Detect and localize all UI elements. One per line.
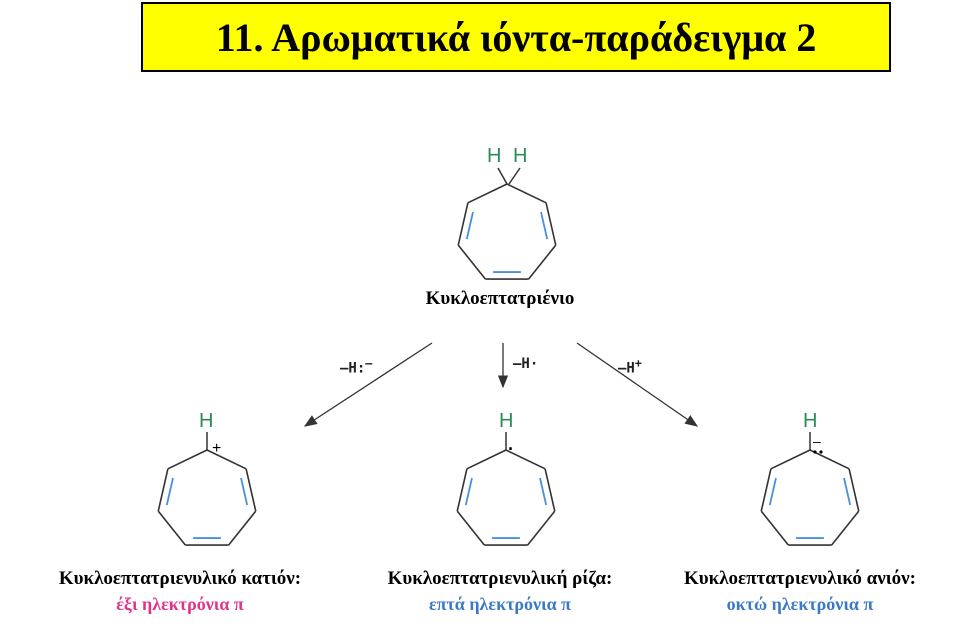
ring-bond	[167, 449, 208, 470]
ring-bond	[157, 510, 186, 546]
arrow-to-cation	[303, 342, 433, 427]
arrow-label-proton: –H+	[618, 356, 642, 377]
anion-lone-pair-dot-right	[819, 450, 823, 454]
anion-charge-mark: –	[813, 433, 821, 449]
double-bond	[539, 477, 548, 506]
ring-bond	[228, 510, 257, 546]
ch-bond-left	[497, 167, 508, 185]
double-bond	[165, 477, 174, 506]
arrow-label-hydride: –H:–	[340, 356, 373, 377]
ring-bond	[206, 449, 247, 470]
ring-bond	[505, 449, 546, 470]
radical-hydrogen-label: H	[499, 410, 513, 432]
ring-bond	[831, 510, 860, 546]
cation-name: Κυκλοεπτατριενυλικό κατιόν:	[58, 568, 302, 589]
cycloheptatriene-ring	[457, 183, 557, 280]
ring-bond	[760, 468, 772, 512]
cation-electron-count: έξι ηλεκτρόνια π	[116, 594, 244, 614]
parent-compound-name: Κυκλοεπτατριένιο	[425, 288, 575, 309]
ring-bond	[467, 183, 508, 204]
ring-bond	[544, 468, 556, 512]
radical-electron-count: επτά ηλεκτρόνια π	[428, 594, 572, 614]
ring-bond	[157, 468, 169, 512]
ring-bond	[456, 468, 468, 512]
arrow-to-anion	[576, 342, 699, 427]
ring-bond	[527, 510, 556, 546]
anion-hydrogen-label: H	[803, 410, 817, 432]
radical-dot-mark: ·	[508, 439, 514, 459]
double-bond	[843, 477, 852, 506]
anion-lone-pair-dot-left	[813, 450, 817, 454]
ring-bond	[506, 183, 547, 204]
hydrogen-left-label: H	[487, 145, 501, 167]
radical-ring	[456, 449, 556, 546]
page-title: 11. Αρωματικά ιόντα-παράδειγμα 2	[215, 14, 817, 60]
ring-bond	[545, 202, 557, 246]
cation-hydrogen-label: H	[199, 410, 213, 432]
ring-bond	[760, 510, 789, 546]
ring-bond	[457, 244, 486, 280]
ring-bond	[809, 449, 850, 470]
arrow-label-hydrogen-radical: –H·	[513, 356, 539, 372]
double-bond	[540, 211, 549, 240]
anion-ring	[760, 449, 860, 546]
radical-name: Κυκλοεπτατριενυλική ρίζα:	[387, 568, 613, 589]
hydrogen-right-label: H	[513, 145, 527, 167]
ring-bond	[245, 468, 257, 512]
double-bond	[240, 477, 249, 506]
ring-bond	[770, 449, 811, 470]
ch-bond-right	[508, 167, 521, 185]
anion-name: Κυκλοεπτατριενυλικό ανιόν:	[684, 568, 916, 589]
ring-bond	[457, 202, 469, 246]
ring-bond	[528, 244, 557, 280]
double-bond	[768, 477, 777, 506]
cation-charge-mark: +	[212, 440, 221, 457]
double-bond	[464, 477, 473, 506]
title-banner: 11. Αρωματικά ιόντα-παράδειγμα 2	[141, 2, 891, 72]
cation-ring	[157, 449, 257, 546]
ring-bond	[466, 449, 507, 470]
double-bond	[465, 211, 474, 240]
ring-bond	[848, 468, 860, 512]
ring-bond	[456, 510, 485, 546]
anion-electron-count: οκτώ ηλεκτρόνια π	[726, 594, 874, 614]
